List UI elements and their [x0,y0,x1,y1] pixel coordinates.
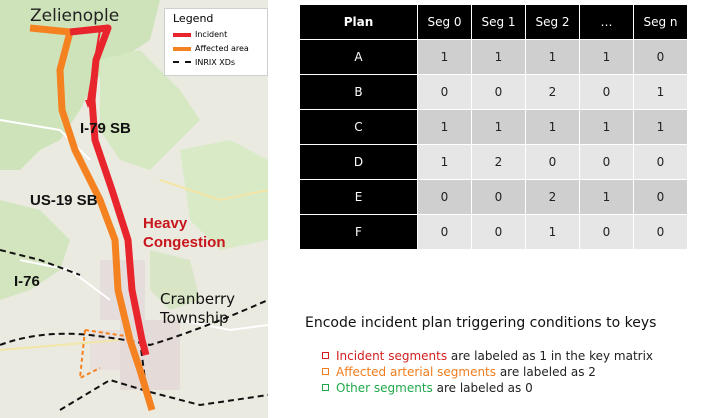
bullet-list: Incident segments are labeled as 1 in th… [322,348,654,396]
value-cell: 1 [633,109,688,145]
plan-cell: D [299,144,418,180]
header-seg-1: Seg 1 [471,4,526,40]
bullet-affected: Affected arterial segments are labeled a… [322,364,653,380]
bullet-text: are labeled as 0 [432,381,533,395]
table-row: B 0 0 2 0 1 [299,74,688,110]
bullet-text: are labeled as 2 [496,365,596,379]
table-header-row: Plan Seg 0 Seg 1 Seg 2 … Seg n [299,4,688,40]
table-row: E 0 0 2 1 0 [299,179,688,215]
header-seg-n: Seg n [633,4,688,40]
value-cell: 0 [471,74,526,110]
header-ellipsis: … [579,4,634,40]
table-row: C 1 1 1 1 1 [299,109,688,145]
header-seg-0: Seg 0 [417,4,472,40]
legend-label: INRIX XDs [195,58,236,67]
bullet-highlight: Other segments [336,381,433,395]
plan-cell: F [299,214,418,250]
value-cell: 1 [471,109,526,145]
inrix-swatch [173,61,191,63]
label-i76: I-76 [14,273,40,290]
label-heavy: Heavy [143,215,188,232]
value-cell: 0 [417,214,472,250]
header-plan: Plan [299,4,418,40]
value-cell: 2 [525,74,580,110]
plan-cell: B [299,74,418,110]
table-row: D 1 2 0 0 0 [299,144,688,180]
value-cell: 1 [579,109,634,145]
key-matrix-table: Plan Seg 0 Seg 1 Seg 2 … Seg n A 1 1 1 1… [299,4,688,250]
value-cell: 1 [471,39,526,75]
bullet-text: are labeled as 1 in the key matrix [447,349,654,363]
value-cell: 0 [417,179,472,215]
plan-cell: E [299,179,418,215]
value-cell: 2 [525,179,580,215]
label-township: Township [160,309,229,327]
value-cell: 1 [417,144,472,180]
value-cell: 0 [633,39,688,75]
affected-swatch [173,47,191,51]
bullet-other: Other segments are labeled as 0 [322,380,653,396]
label-i79: I-79 SB [80,120,131,137]
value-cell: 0 [633,144,688,180]
label-us19: US-19 SB [30,192,98,209]
plan-cell: C [299,109,418,145]
plan-cell: A [299,39,418,75]
map-panel[interactable]: Legend Incident Affected area INRIX XDs … [0,0,268,418]
value-cell: 0 [417,74,472,110]
legend-item-inrix: INRIX XDs [173,57,269,69]
checkbox-square-icon [322,384,329,391]
legend-item-affected: Affected area [173,43,269,55]
checkbox-square-icon [322,352,329,359]
legend-item-incident: Incident [173,29,269,41]
legend-label: Incident [195,30,228,39]
value-cell: 0 [633,179,688,215]
value-cell: 0 [579,144,634,180]
header-seg-2: Seg 2 [525,4,580,40]
value-cell: 0 [471,179,526,215]
value-cell: 1 [579,179,634,215]
value-cell: 0 [471,214,526,250]
value-cell: 0 [525,144,580,180]
value-cell: 0 [579,74,634,110]
value-cell: 1 [417,109,472,145]
label-zelienople: Zelienople [30,6,120,26]
value-cell: 0 [579,214,634,250]
label-congestion: Congestion [143,234,226,251]
encode-heading: Encode incident plan triggering conditio… [305,315,657,331]
value-cell: 1 [525,109,580,145]
bullet-highlight: Affected arterial segments [336,365,497,379]
checkbox-square-icon [322,368,329,375]
value-cell: 1 [525,214,580,250]
value-cell: 1 [417,39,472,75]
value-cell: 1 [579,39,634,75]
value-cell: 1 [633,74,688,110]
table-row: A 1 1 1 1 0 [299,39,688,75]
value-cell: 1 [525,39,580,75]
bullet-incident: Incident segments are labeled as 1 in th… [322,348,654,364]
value-cell: 2 [471,144,526,180]
incident-swatch [173,33,191,37]
legend-label: Affected area [195,44,249,53]
map-legend: Legend Incident Affected area INRIX XDs [164,8,268,76]
bullet-highlight: Incident segments [336,349,448,363]
table-row: F 0 0 1 0 0 [299,214,688,250]
legend-title: Legend [173,12,214,25]
value-cell: 0 [633,214,688,250]
label-cranberry: Cranberry [160,290,236,308]
